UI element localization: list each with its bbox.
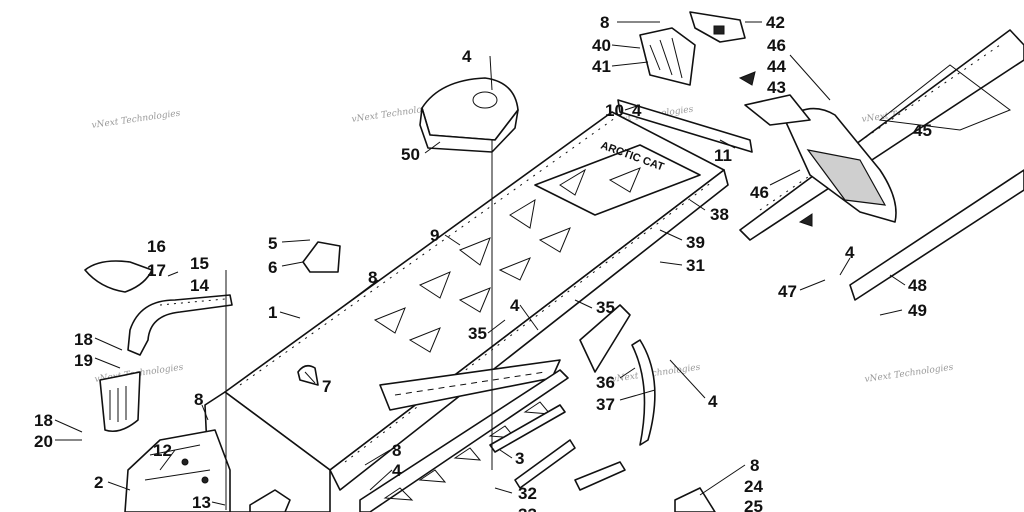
callout-c4b: 4: [632, 101, 642, 120]
part-19-guard: [99, 371, 141, 433]
part-32-rail: [514, 439, 576, 489]
part-16-cover: [84, 260, 153, 293]
callout-c4e: 4: [708, 392, 718, 411]
callout-c7: 7: [322, 377, 331, 396]
callout-c8a: 8: [600, 13, 609, 32]
callout-c19: 19: [74, 351, 93, 370]
callout-c8d: 8: [392, 441, 401, 460]
callout-c8b: 8: [368, 268, 377, 287]
callout-c4d: 4: [510, 296, 520, 315]
seat-cushion-50: [419, 77, 519, 153]
tunnel: ARCTIC CAT: [204, 111, 729, 512]
callout-c35a: 35: [596, 298, 615, 317]
callout-c1: 1: [268, 303, 277, 322]
callout-c32: 32: [518, 484, 537, 503]
callout-c10: 10: [605, 101, 624, 120]
front-bulkhead: [124, 429, 291, 512]
callout-c16: 16: [147, 237, 166, 256]
rear-bumper-48: [739, 29, 1024, 301]
callout-c17: 17: [147, 261, 166, 280]
callout-c4a: 4: [462, 47, 472, 66]
callout-c13: 13: [192, 493, 211, 512]
callout-c33: 33: [518, 505, 537, 512]
callout-c24: 24: [744, 477, 763, 496]
callout-c48: 48: [908, 276, 927, 295]
bracket-14: [127, 294, 233, 356]
bracket-42: [639, 11, 746, 86]
snow-flap-45: [744, 94, 897, 223]
callout-c35b: 35: [468, 324, 487, 343]
arrow-marker: [798, 213, 813, 227]
arrow-marker: [738, 71, 756, 86]
callout-c4c: 4: [845, 243, 855, 262]
running-board: [359, 359, 569, 512]
watermark: vNext Technologies: [611, 363, 701, 385]
callout-c44: 44: [767, 57, 786, 76]
callout-c18b: 18: [34, 411, 53, 430]
callout-c45: 45: [913, 121, 932, 140]
callout-labels: 8 42 40 41 46 44 43 45 4 10 4 11 50 46 3…: [34, 13, 932, 512]
callout-c14: 14: [190, 276, 209, 295]
callout-c4f: 4: [392, 461, 402, 480]
part-6-bracket: [302, 241, 341, 273]
rear-rail-11: [617, 99, 753, 153]
callout-c36: 36: [596, 373, 615, 392]
callout-c46b: 46: [750, 183, 769, 202]
callout-c49: 49: [908, 301, 927, 320]
callout-c12: 12: [153, 441, 172, 460]
callout-c40: 40: [592, 36, 611, 55]
callout-c41: 41: [592, 57, 611, 76]
callout-c3: 3: [515, 449, 524, 468]
callout-c18a: 18: [74, 330, 93, 349]
callout-c50: 50: [401, 145, 420, 164]
leader-lines: [54, 21, 906, 510]
callout-c25: 25: [744, 497, 763, 512]
callout-c15: 15: [190, 254, 209, 273]
callout-c8c: 8: [194, 390, 203, 409]
callout-c39: 39: [686, 233, 705, 252]
callout-c6: 6: [268, 258, 277, 277]
callout-c2: 2: [94, 473, 103, 492]
callout-c47: 47: [778, 282, 797, 301]
callout-c37: 37: [596, 395, 615, 414]
watermark: vNext Technologies: [91, 109, 181, 131]
part-3-rail: [489, 404, 566, 453]
callout-c43: 43: [767, 78, 786, 97]
callout-c9: 9: [430, 226, 439, 245]
part-37-chain: [631, 339, 656, 446]
part-24-bracket: [674, 487, 716, 512]
callout-c20: 20: [34, 432, 53, 451]
callout-c31: 31: [686, 256, 705, 275]
callout-c46a: 46: [767, 36, 786, 55]
callout-c11: 11: [714, 146, 732, 165]
part-33-rail: [574, 461, 626, 491]
callout-c8e: 8: [750, 456, 759, 475]
callout-c42: 42: [766, 13, 785, 32]
watermark: vNext Technologies: [864, 363, 954, 385]
callout-c38: 38: [710, 205, 729, 224]
callout-c5: 5: [268, 234, 277, 253]
part-36-bracket: [579, 304, 631, 373]
